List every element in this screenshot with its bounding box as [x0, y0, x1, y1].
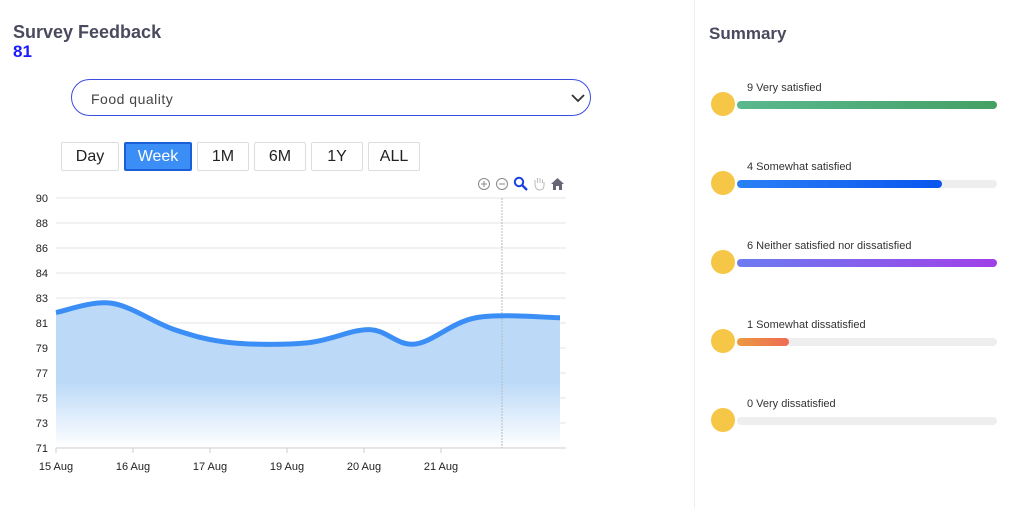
- range-button-1m[interactable]: 1M: [197, 142, 249, 171]
- y-tick-label: 84: [36, 268, 48, 280]
- summary-bar-track: [737, 259, 997, 267]
- x-tick-label: 16 Aug: [116, 461, 150, 473]
- summary-bar-fill: [737, 180, 943, 188]
- y-tick-label: 81: [36, 318, 48, 330]
- summary-item: 1 Somewhat dissatisfied: [711, 319, 1001, 363]
- summary-label: 1 Somewhat dissatisfied: [747, 319, 866, 331]
- x-tick-label: 20 Aug: [347, 461, 381, 473]
- summary-label: 4 Somewhat satisfied: [747, 161, 852, 173]
- select-value: Food quality: [91, 91, 174, 107]
- y-tick-label: 75: [36, 393, 48, 405]
- very-satisfied-emoji-icon: [711, 92, 735, 116]
- x-tick-label: 15 Aug: [39, 461, 73, 473]
- series-line: [55, 300, 561, 347]
- y-tick-label: 88: [36, 218, 48, 230]
- somewhat-dissatisfied-emoji-icon: [711, 329, 735, 353]
- zoom-select-icon[interactable]: [513, 176, 528, 191]
- x-tick-label: 21 Aug: [424, 461, 458, 473]
- y-tick-label: 83: [36, 293, 48, 305]
- range-button-day[interactable]: Day: [61, 142, 119, 171]
- very-dissatisfied-emoji-icon: [711, 408, 735, 432]
- category-select[interactable]: Food quality: [71, 79, 591, 116]
- chevron-down-icon: [571, 94, 585, 103]
- y-tick-label: 77: [36, 368, 48, 380]
- summary-label: 6 Neither satisfied nor dissatisfied: [747, 240, 912, 252]
- range-button-1y[interactable]: 1Y: [311, 142, 363, 171]
- summary-bar-track: [737, 338, 997, 346]
- chart-toolbar: [477, 176, 565, 191]
- summary-bar-fill: [737, 259, 997, 267]
- summary-item: 0 Very dissatisfied: [711, 398, 1001, 442]
- range-button-week[interactable]: Week: [124, 142, 192, 171]
- zoom-out-icon[interactable]: [495, 177, 509, 191]
- divider: [694, 0, 695, 508]
- page-title: Survey Feedback: [13, 22, 162, 42]
- y-tick-label: 86: [36, 243, 48, 255]
- y-tick-label: 73: [36, 418, 48, 430]
- neutral-emoji-icon: [711, 250, 735, 274]
- summary-label: 0 Very dissatisfied: [747, 398, 836, 410]
- x-tick-label: 17 Aug: [193, 461, 227, 473]
- range-button-all[interactable]: ALL: [368, 142, 420, 171]
- x-tick-label: 19 Aug: [270, 461, 304, 473]
- pan-icon[interactable]: [532, 176, 546, 191]
- summary-title: Summary: [709, 24, 787, 43]
- y-tick-label: 79: [36, 343, 48, 355]
- somewhat-satisfied-emoji-icon: [711, 171, 735, 195]
- y-tick-label: 71: [36, 443, 48, 455]
- home-icon[interactable]: [550, 177, 565, 191]
- line-chart: 90 88 86 84 83 81 79 77 75 73 71 15 Aug 16 Aug 17 Aug…: [36, 193, 566, 473]
- summary-item: 6 Neither satisfied nor dissatisfied: [711, 240, 1001, 284]
- summary-bar-track: [737, 180, 997, 188]
- summary-item: 9 Very satisfied: [711, 82, 1001, 126]
- series-area: [56, 302, 560, 448]
- summary-bar-fill: [737, 338, 789, 346]
- summary-label: 9 Very satisfied: [747, 82, 822, 94]
- summary-item: 4 Somewhat satisfied: [711, 161, 1001, 205]
- overall-score: 81: [13, 42, 32, 61]
- summary-bar-track: [737, 417, 997, 425]
- summary-bar-fill: [737, 101, 997, 109]
- range-button-6m[interactable]: 6M: [254, 142, 306, 171]
- y-tick-label: 90: [36, 193, 48, 205]
- summary-bar-track: [737, 101, 997, 109]
- zoom-in-icon[interactable]: [477, 177, 491, 191]
